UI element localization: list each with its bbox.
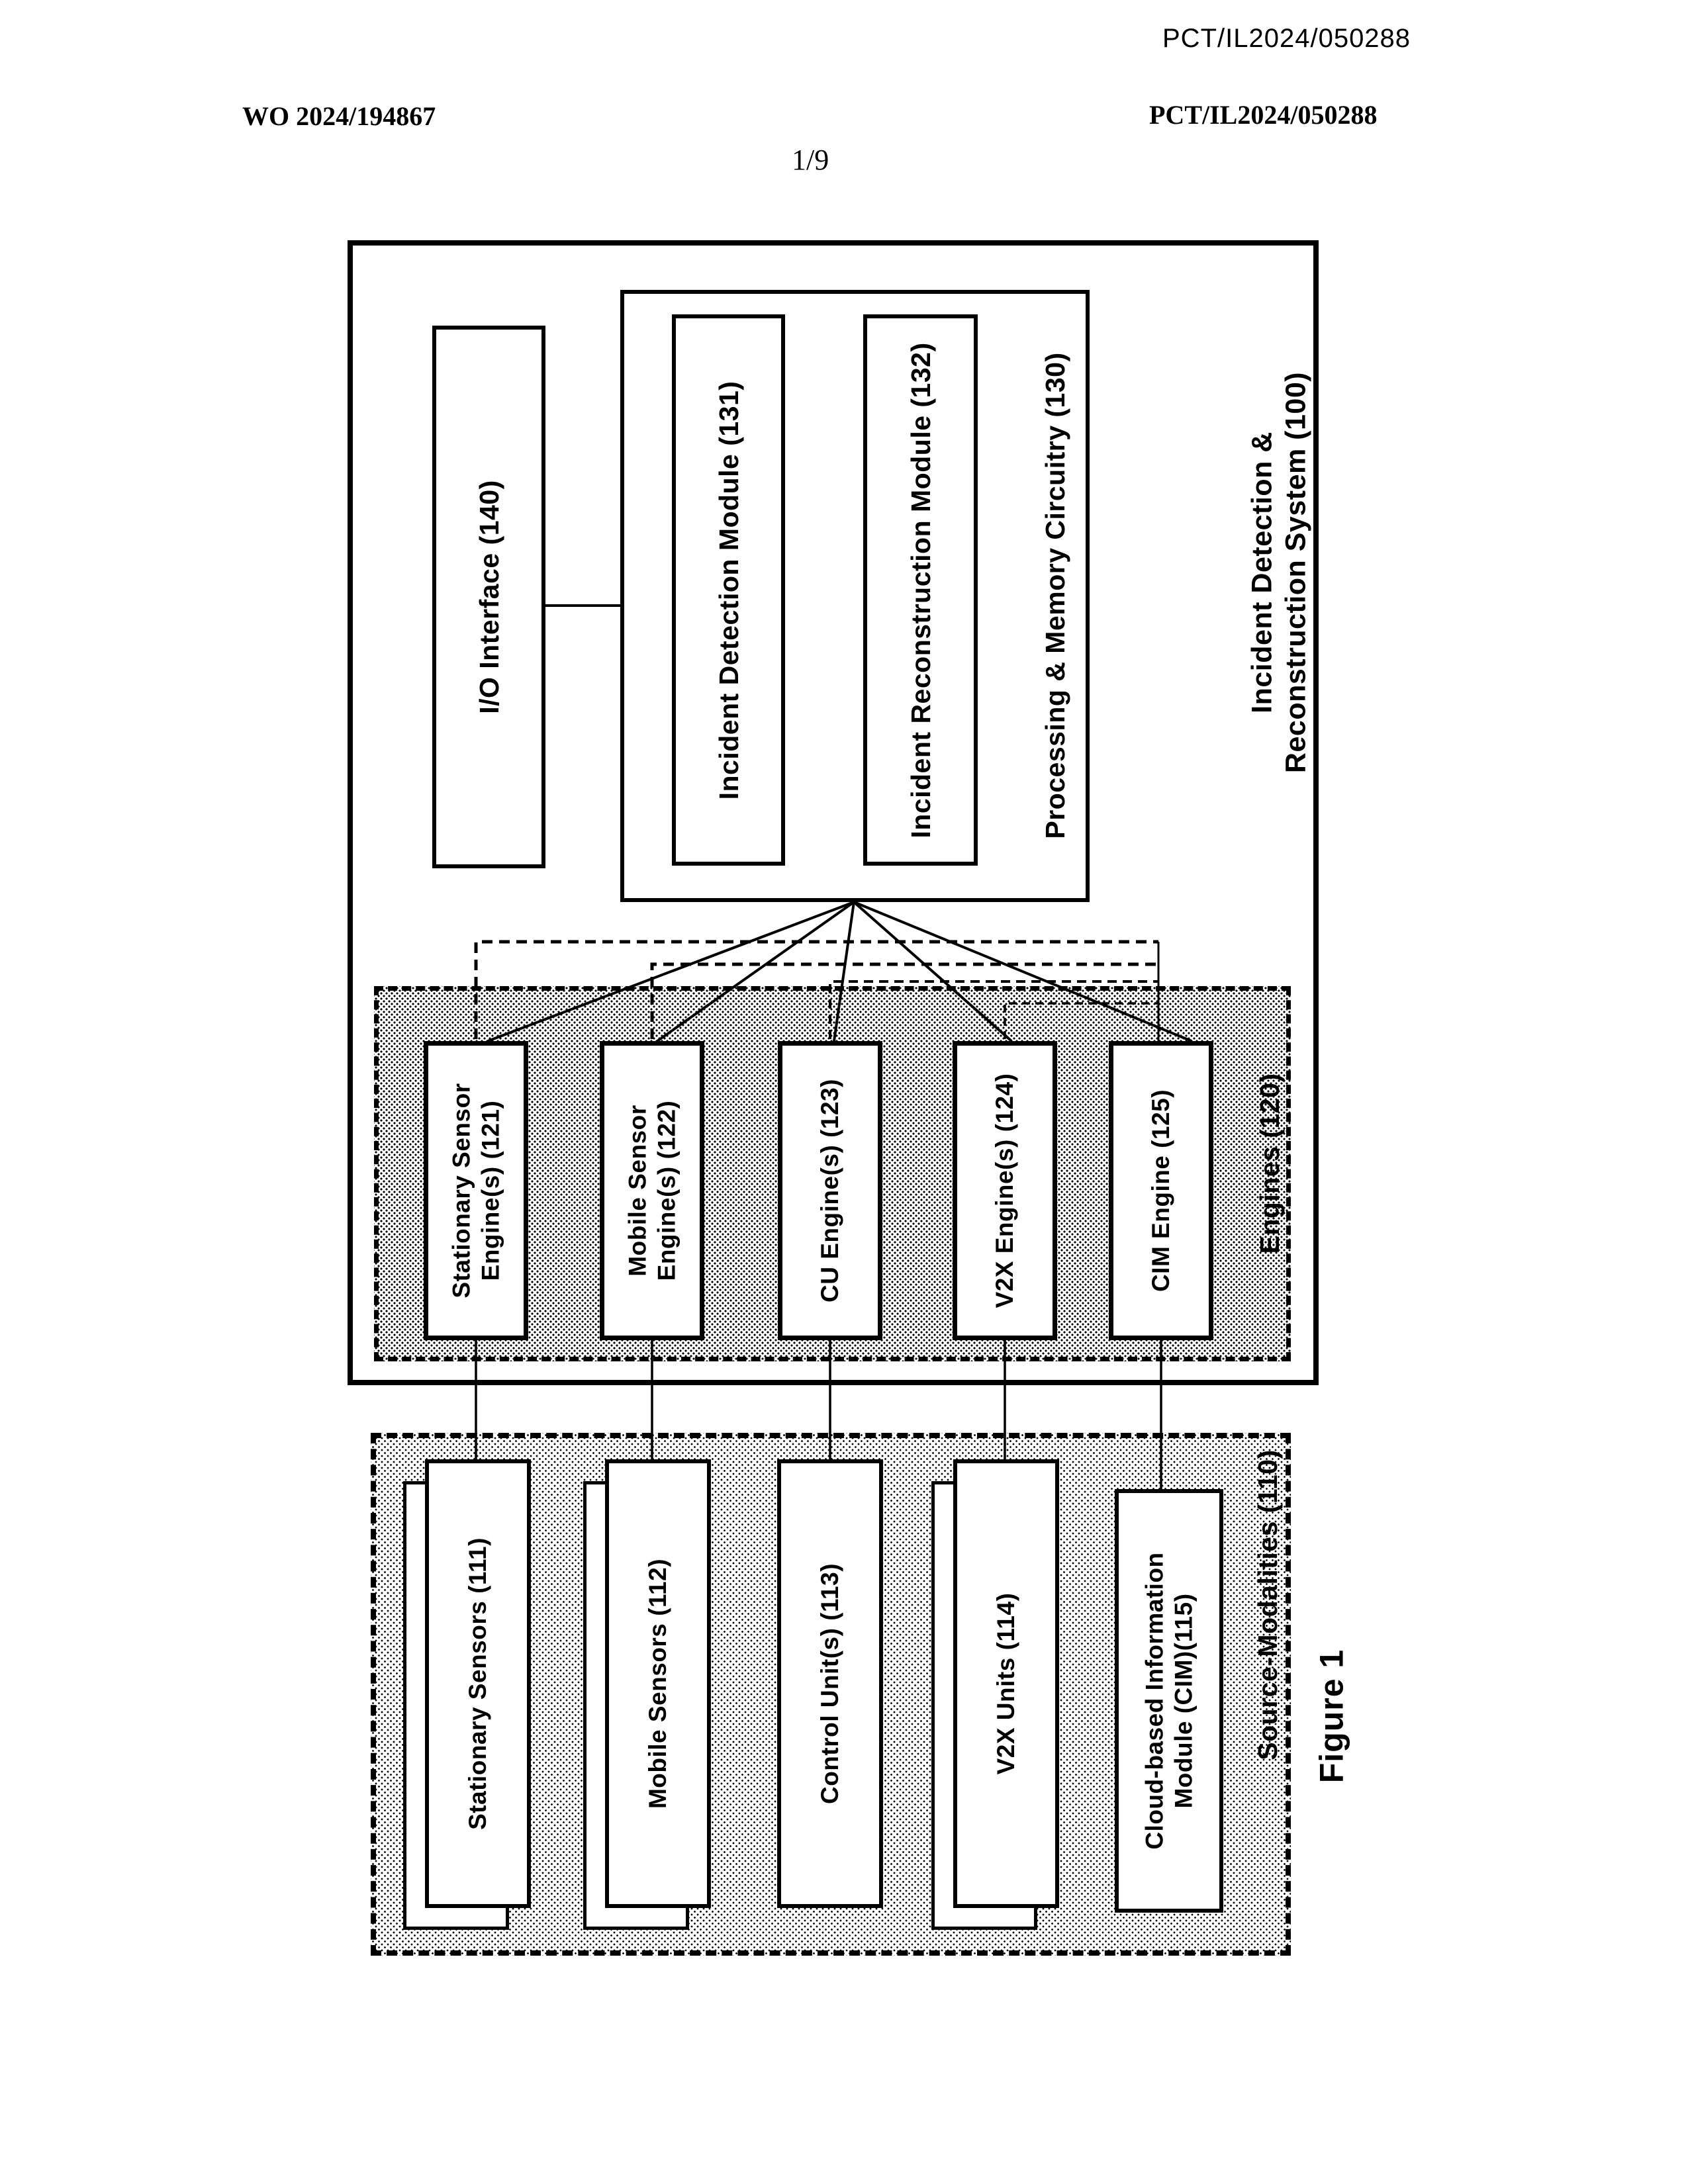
stationary-sensor-engine-label: Stationary Sensor Engine(s) (121) xyxy=(447,1083,504,1298)
io-interface-label: I/O Interface (140) xyxy=(473,480,504,714)
v2x-units-label: V2X Units (114) xyxy=(992,1592,1020,1775)
source-modalities-label: Source-Modalities (110) xyxy=(1252,1449,1283,1760)
cu-engine-box-123 xyxy=(778,1041,882,1340)
processing-memory-label: Processing & Memory Circuitry (130) xyxy=(1039,352,1070,839)
cim-box-115 xyxy=(1115,1489,1223,1913)
incident-reconstruction-module-label: Incident Reconstruction Module (132) xyxy=(905,342,936,839)
mobile-sensors-label: Mobile Sensors (112) xyxy=(644,1558,672,1809)
cim-engine-label: CIM Engine (125) xyxy=(1147,1089,1175,1293)
cim-engine-box-125 xyxy=(1109,1041,1213,1340)
system-label: Incident Detection & Reconstruction Syst… xyxy=(1246,371,1311,774)
v2x-units-box-114 xyxy=(953,1459,1059,1908)
header-pct-number-top: PCT/IL2024/050288 xyxy=(1162,24,1411,53)
stationary-sensor-engine-box-121 xyxy=(424,1041,528,1340)
mobile-sensor-engine-label: Mobile Sensor Engine(s) (122) xyxy=(624,1100,680,1281)
incident-reconstruction-module-box-132 xyxy=(863,314,978,866)
system-box-100 xyxy=(348,240,1319,1385)
mobile-sensor-engine-box-122 xyxy=(600,1041,704,1340)
sheet-number: 1/9 xyxy=(792,144,829,176)
stationary-sensors-label: Stationary Sensors (111) xyxy=(464,1537,492,1830)
cu-engine-label: CU Engine(s) (123) xyxy=(816,1079,844,1302)
header-wo-number: WO 2024/194867 xyxy=(242,101,436,131)
v2x-engine-label: V2X Engine(s) (124) xyxy=(991,1073,1019,1308)
control-units-box-113 xyxy=(777,1459,883,1908)
incident-detection-module-label: Incident Detection Module (131) xyxy=(713,381,744,800)
figure-caption: Figure 1 xyxy=(1313,1649,1350,1784)
v2x-engine-box-124 xyxy=(953,1041,1057,1340)
stationary-sensors-box-111 xyxy=(425,1459,531,1908)
engines-group-label: Engines (120) xyxy=(1254,1073,1285,1254)
io-interface-box-140 xyxy=(432,326,545,868)
mobile-sensors-box-112 xyxy=(605,1459,711,1908)
cim-module-label: Cloud-based Information Module (CIM)(115… xyxy=(1141,1552,1197,1850)
control-units-label: Control Unit(s) (113) xyxy=(816,1563,844,1805)
incident-detection-module-box-131 xyxy=(672,314,785,866)
header-pct-number: PCT/IL2024/050288 xyxy=(1149,100,1378,130)
